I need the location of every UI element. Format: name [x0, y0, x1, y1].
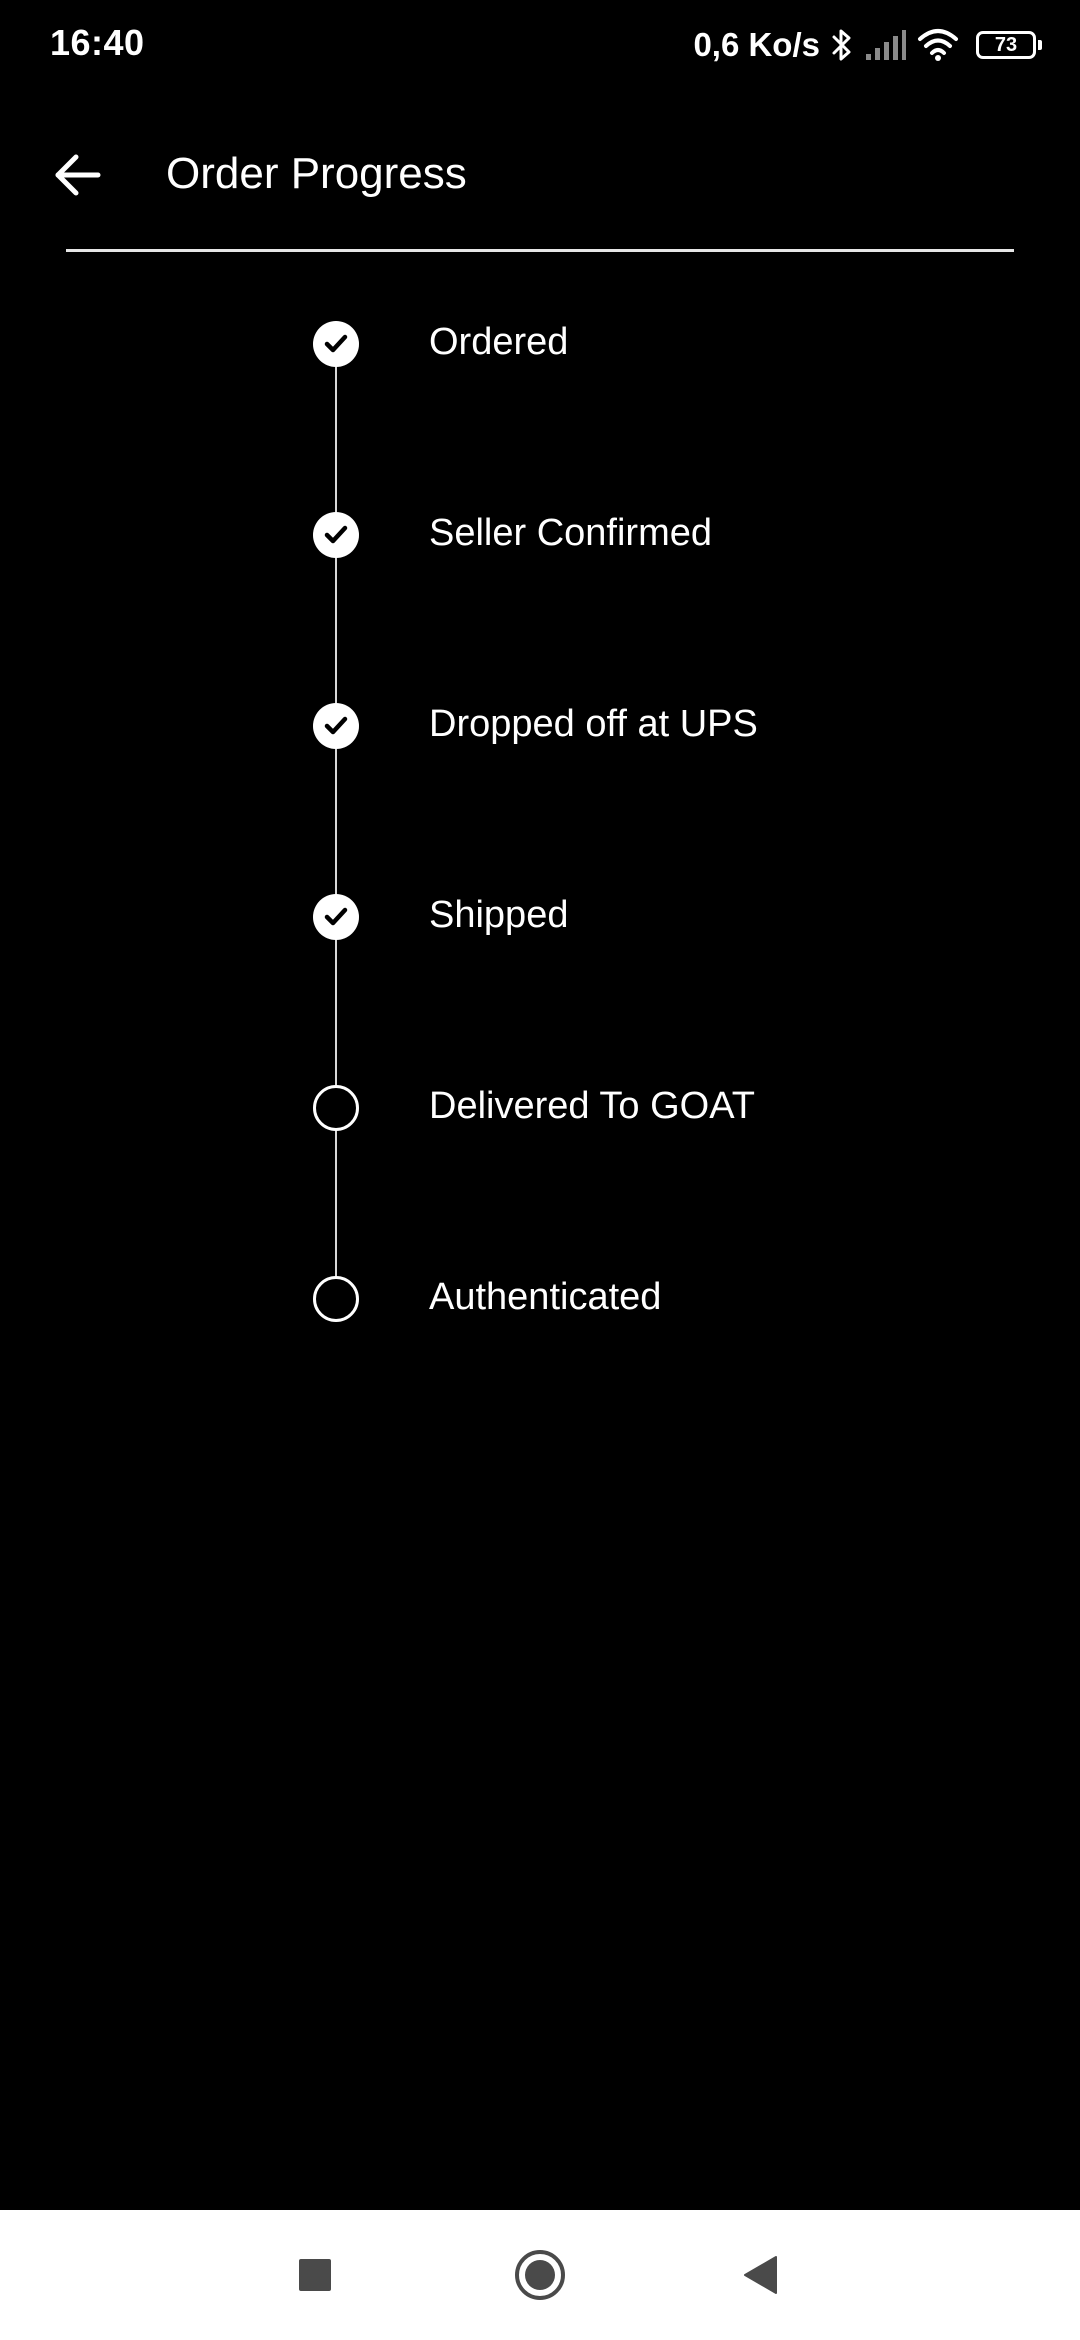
step-label: Authenticated — [429, 1276, 662, 1318]
step-connector — [335, 917, 337, 1108]
recents-button[interactable] — [255, 2210, 375, 2340]
check-circle-icon — [313, 321, 359, 367]
signal-icon — [864, 28, 906, 62]
navigation-bar — [0, 2210, 1080, 2340]
progress-step: Shipped — [0, 875, 1080, 955]
home-button[interactable] — [480, 2210, 600, 2340]
check-circle-icon — [313, 703, 359, 749]
step-label: Ordered — [429, 321, 569, 363]
battery-level: 73 — [994, 34, 1018, 56]
progress-step: Dropped off at UPS — [0, 684, 1080, 764]
step-connector — [335, 344, 337, 535]
bluetooth-icon — [830, 27, 854, 63]
progress-step: Ordered — [0, 302, 1080, 382]
back-triangle-icon — [744, 2256, 777, 2294]
arrow-left-icon — [55, 154, 101, 196]
battery-icon: 73 — [976, 31, 1042, 59]
page-title: Order Progress — [166, 149, 467, 198]
check-circle-icon — [313, 512, 359, 558]
empty-circle-icon — [313, 1085, 359, 1131]
progress-step: Seller Confirmed — [0, 493, 1080, 573]
step-label: Delivered To GOAT — [429, 1085, 755, 1127]
step-connector — [335, 535, 337, 726]
home-circle-icon — [515, 2250, 565, 2300]
back-button[interactable] — [40, 138, 114, 212]
step-label: Seller Confirmed — [429, 512, 712, 554]
step-label: Shipped — [429, 894, 569, 936]
empty-circle-icon — [313, 1276, 359, 1322]
status-bar: 16:40 0,6 Ko/s 73 — [0, 0, 1080, 90]
header-divider — [66, 249, 1014, 252]
step-connector — [335, 1108, 337, 1299]
status-icons: 0,6 Ko/s 73 — [693, 22, 1042, 68]
header: Order Progress — [0, 120, 1080, 230]
progress-step: Authenticated — [0, 1257, 1080, 1337]
wifi-icon — [916, 27, 960, 63]
step-label: Dropped off at UPS — [429, 703, 758, 745]
network-speed: 0,6 Ko/s — [693, 26, 820, 63]
step-connector — [335, 726, 337, 917]
recents-square-icon — [299, 2259, 331, 2291]
system-back-button[interactable] — [700, 2210, 820, 2340]
progress-step: Delivered To GOAT — [0, 1066, 1080, 1146]
check-circle-icon — [313, 894, 359, 940]
status-time: 16:40 — [50, 22, 145, 63]
